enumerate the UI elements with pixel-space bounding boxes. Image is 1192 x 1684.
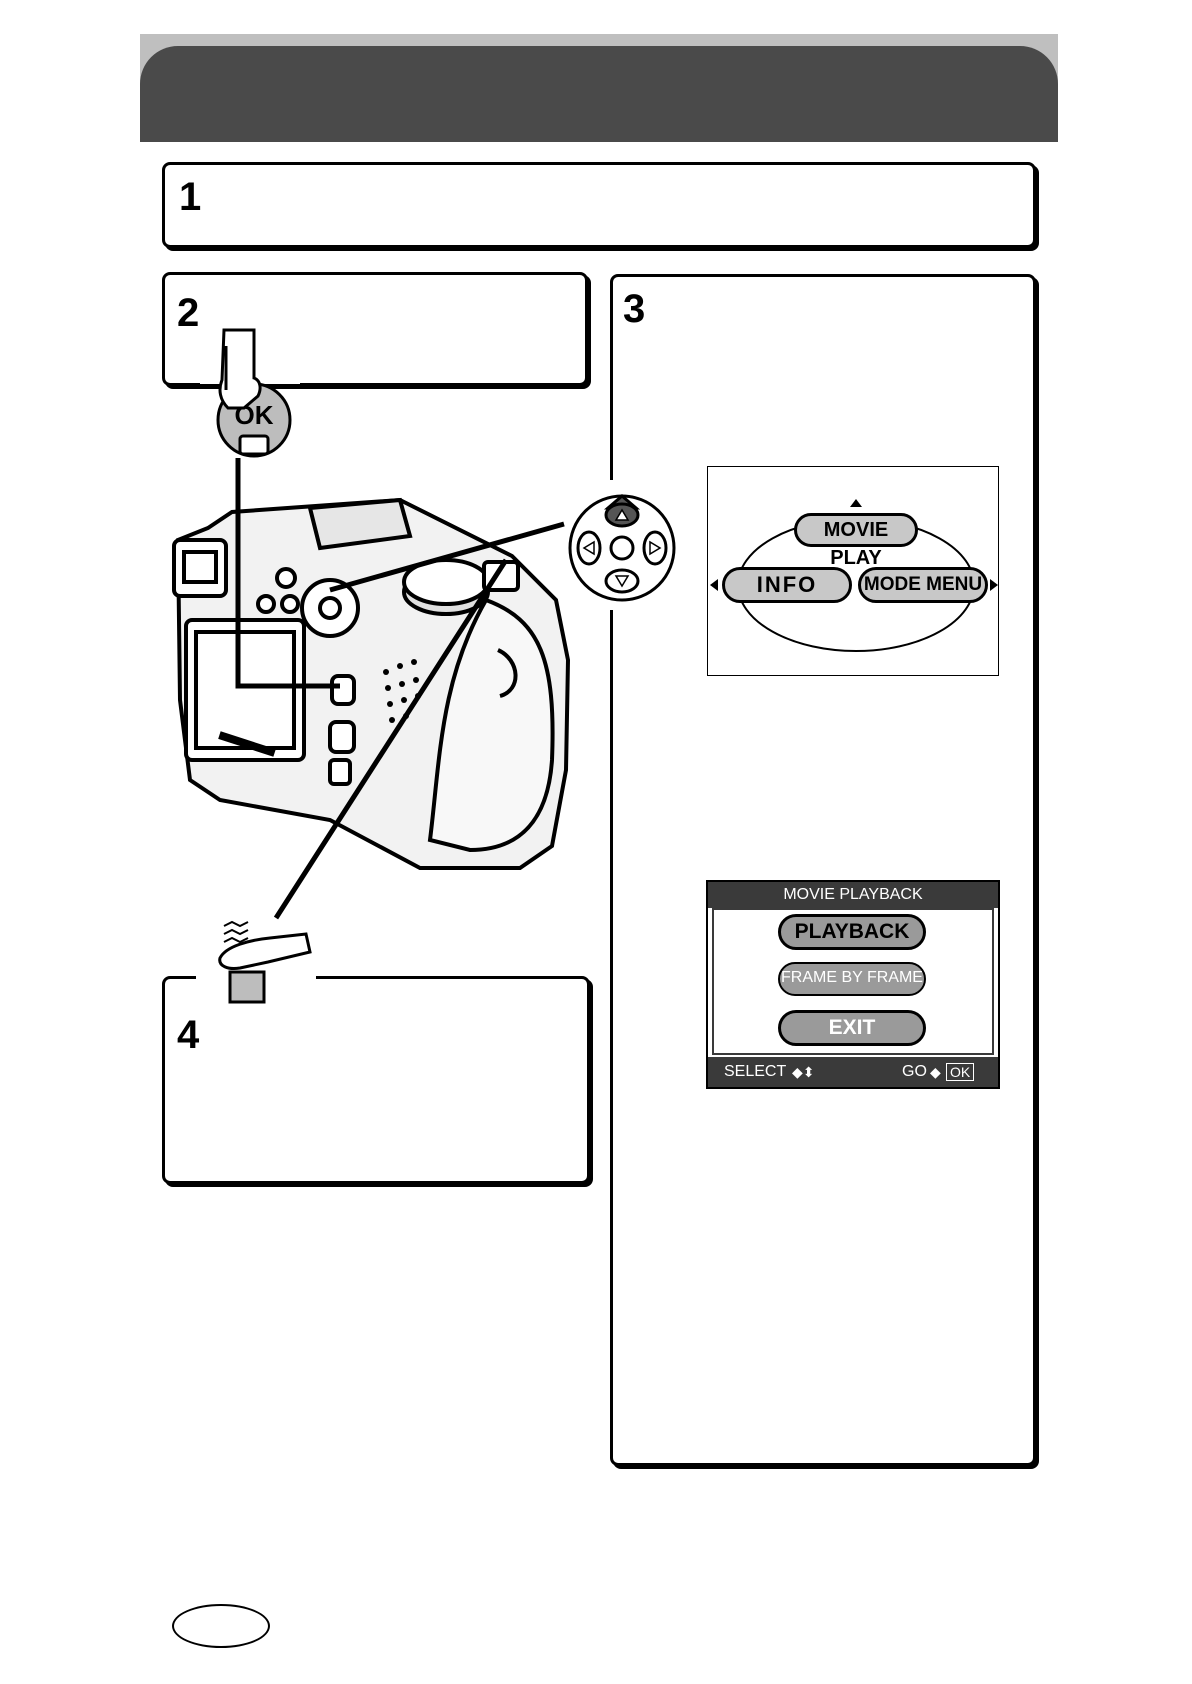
header-title-band (140, 46, 1058, 142)
info-option[interactable]: INFO (722, 567, 852, 603)
mode-menu-option[interactable]: MODE MENU (858, 567, 988, 603)
page-number-oval (172, 1604, 270, 1648)
step-4-box: 4 (162, 976, 590, 1184)
press-motion-icon (223, 920, 249, 944)
exit-option[interactable]: EXIT (778, 1010, 926, 1046)
footer-select-label: SELECT (724, 1063, 787, 1080)
step-4-number: 4 (177, 1013, 200, 1057)
playback-option[interactable]: PLAYBACK (778, 914, 926, 950)
arrow-pad-icon (568, 494, 676, 602)
frame-by-frame-option[interactable]: FRAME BY FRAME (778, 962, 926, 996)
mode-menu-screen: MOVIE PLAY INFO MODE MENU (707, 466, 999, 676)
pressing-hand-icon (218, 328, 262, 410)
movie-play-option[interactable]: MOVIE PLAY (794, 513, 918, 569)
footer-go-label: GO (902, 1063, 927, 1080)
step-2-number: 2 (177, 291, 200, 335)
step-3-number: 3 (623, 287, 646, 331)
connector-lines (235, 458, 565, 920)
footer-ok-label: OK (946, 1063, 975, 1081)
arrow-pad-glyphs (582, 508, 662, 588)
camera-brand-mark (218, 731, 276, 757)
movie-playback-screen: MOVIE PLAYBACK PLAYBACK FRAME BY FRAME E… (706, 880, 1000, 1089)
select-arrows-icon: ◆⬍ (792, 1064, 815, 1080)
camera-body (172, 497, 571, 870)
movie-playback-footer: SELECT ◆⬍ GO ◆ OK (708, 1057, 998, 1087)
go-arrow-icon: ◆ (930, 1064, 941, 1080)
movie-playback-options: PLAYBACK FRAME BY FRAME EXIT (712, 908, 994, 1055)
shutter-hand-icon (218, 932, 312, 1004)
movie-playback-title: MOVIE PLAYBACK (708, 882, 998, 908)
step-1-number: 1 (179, 175, 202, 219)
step-1-box: 1 (162, 162, 1036, 248)
